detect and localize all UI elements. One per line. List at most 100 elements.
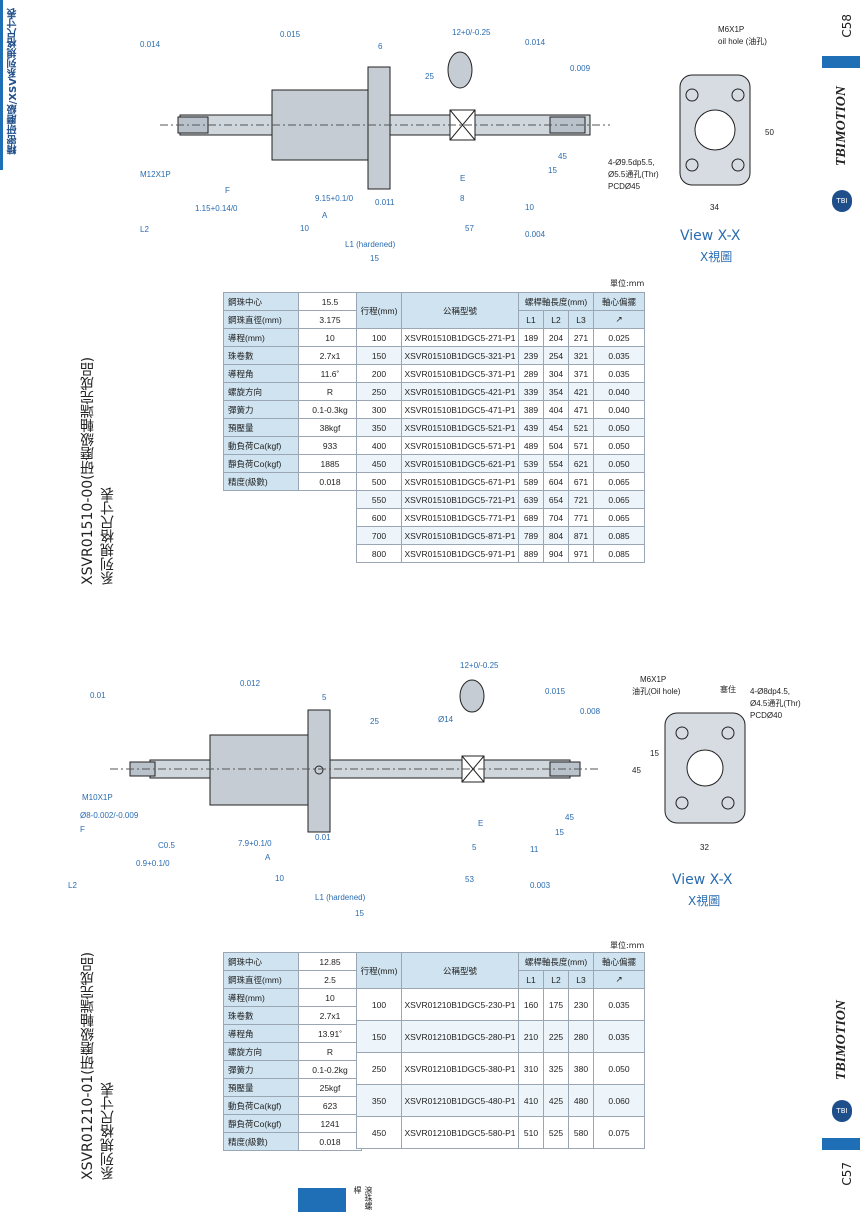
bottom-dim-21: 7.9+0.1/0 <box>238 839 272 848</box>
table-cell: 721 <box>568 490 594 509</box>
spec-key: 導程(mm) <box>223 328 299 347</box>
table-cell: 389 <box>518 400 544 419</box>
brand-band-top <box>822 56 860 68</box>
table-cell: 554 <box>543 454 569 473</box>
table-cell: 604 <box>543 472 569 491</box>
bottom-title-line2: 系列規格尺寸表 <box>100 1082 116 1180</box>
table-cell: 350 <box>356 1084 402 1117</box>
table-cell: 0.050 <box>593 418 645 437</box>
top-dim-6: 0.014 <box>525 38 546 47</box>
table-cell: 771 <box>568 508 594 527</box>
table-cell: 0.035 <box>593 988 645 1021</box>
header-model: 公稱型號 <box>401 292 519 329</box>
bottom-view-note-5: PCDØ40 <box>750 711 783 720</box>
table-cell: 380 <box>568 1052 594 1085</box>
spec-value: 933 <box>298 436 362 455</box>
header-runout: 軸心偏擺 <box>593 292 645 311</box>
top-view-note-0: M6X1P <box>718 25 744 34</box>
table-cell: 704 <box>543 508 569 527</box>
top-view-note-3: Ø5.5通孔(Thr) <box>608 169 659 179</box>
table-cell: 0.050 <box>593 454 645 473</box>
table-cell: 689 <box>518 508 544 527</box>
table-cell: 0.035 <box>593 364 645 383</box>
spec-key: 預壓量 <box>223 418 299 437</box>
top-dim-38: 10 <box>525 203 534 212</box>
spec-value: 2.7x1 <box>298 346 362 365</box>
spec-value: 0.1-0.3kg <box>298 400 362 419</box>
top-view-xx: M6X1P oil hole (油孔) 4-Ø9.5dp5.5, Ø5.5通孔(… <box>608 25 774 212</box>
top-dim-37: 8 <box>460 194 465 203</box>
bottom-dim-28: 15 <box>355 909 364 918</box>
table-cell: 480 <box>568 1084 594 1117</box>
table-cell: 300 <box>356 400 402 419</box>
table-cell: 0.085 <box>593 544 645 563</box>
table-cell: 280 <box>568 1020 594 1053</box>
spec-value: 0.1-0.2kg <box>298 1060 362 1079</box>
top-dim-39: 45 <box>558 152 567 161</box>
table-cell: 489 <box>518 436 544 455</box>
table-cell: 580 <box>568 1116 594 1149</box>
table-cell: XSVR01510B1DGC5-971-P1 <box>401 544 519 563</box>
table-cell: 971 <box>568 544 594 563</box>
spec-value: 13.91˚ <box>298 1024 362 1043</box>
top-view-label-cn: X視圖 <box>700 250 733 264</box>
footer-tab-label: 滾珠螺桿 <box>353 1186 373 1210</box>
spec-key: 螺旋方向 <box>223 1042 299 1061</box>
table-cell: 539 <box>518 454 544 473</box>
header-model: 公稱型號 <box>401 952 519 989</box>
spec-value: R <box>298 1042 362 1061</box>
spec-row: 精度(級數)0.018 <box>223 1132 362 1151</box>
bottom-unit: 單位:mm <box>610 941 645 950</box>
header-runout: 軸心偏擺 <box>593 952 645 971</box>
table-cell: 304 <box>543 364 569 383</box>
table-cell: 350 <box>356 418 402 437</box>
top-dim-19: 1.15+0.14/0 <box>195 204 238 213</box>
spec-key: 鋼珠中心 <box>223 952 299 971</box>
header-stroke: 行程(mm) <box>356 952 402 989</box>
bottom-dim-19: C0.5 <box>158 841 175 850</box>
page-number-bottom: C57 <box>840 1162 854 1186</box>
brand-logo-top: TBIMOTION <box>834 86 849 167</box>
table-cell: 0.025 <box>593 328 645 347</box>
table-cell: 804 <box>543 526 569 545</box>
spec-value: 10 <box>298 988 362 1007</box>
table-cell: 204 <box>543 328 569 347</box>
table-cell: XSVR01210B1DGC5-280-P1 <box>401 1020 519 1053</box>
top-view-note-4: PCDØ45 <box>608 182 641 191</box>
table-cell: XSVR01210B1DGC5-480-P1 <box>401 1084 519 1117</box>
table-cell: 525 <box>543 1116 569 1149</box>
top-dim-27: 15 <box>370 254 379 263</box>
spec-row: 導程(mm)10 <box>223 988 362 1007</box>
table-cell: XSVR01210B1DGC5-380-P1 <box>401 1052 519 1085</box>
brand-badge-bottom: TBI <box>832 1100 852 1122</box>
table-cell: 0.050 <box>593 1052 645 1085</box>
table-cell: XSVR01510B1DGC5-571-P1 <box>401 436 519 455</box>
spec-key: 精度(級數) <box>223 472 299 491</box>
table-cell: 421 <box>568 382 594 401</box>
table-cell: 410 <box>518 1084 544 1117</box>
table-cell: 0.035 <box>593 346 645 365</box>
spec-value: 2.7x1 <box>298 1006 362 1025</box>
bottom-title-line1: XSVR01210-01(研磨級軸端完成品) <box>80 951 96 1180</box>
spec-key: 靜負荷Co(kgf) <box>223 1114 299 1133</box>
bottom-dim-9: 0.008 <box>580 707 601 716</box>
table-cell: XSVR01510B1DGC5-721-P1 <box>401 490 519 509</box>
table-cell: 425 <box>543 1084 569 1117</box>
table-cell: 454 <box>543 418 569 437</box>
spec-key: 螺旋方向 <box>223 382 299 401</box>
table-cell: 371 <box>568 364 594 383</box>
bottom-dim-40: 45 <box>565 813 574 822</box>
table-cell: 0.065 <box>593 472 645 491</box>
